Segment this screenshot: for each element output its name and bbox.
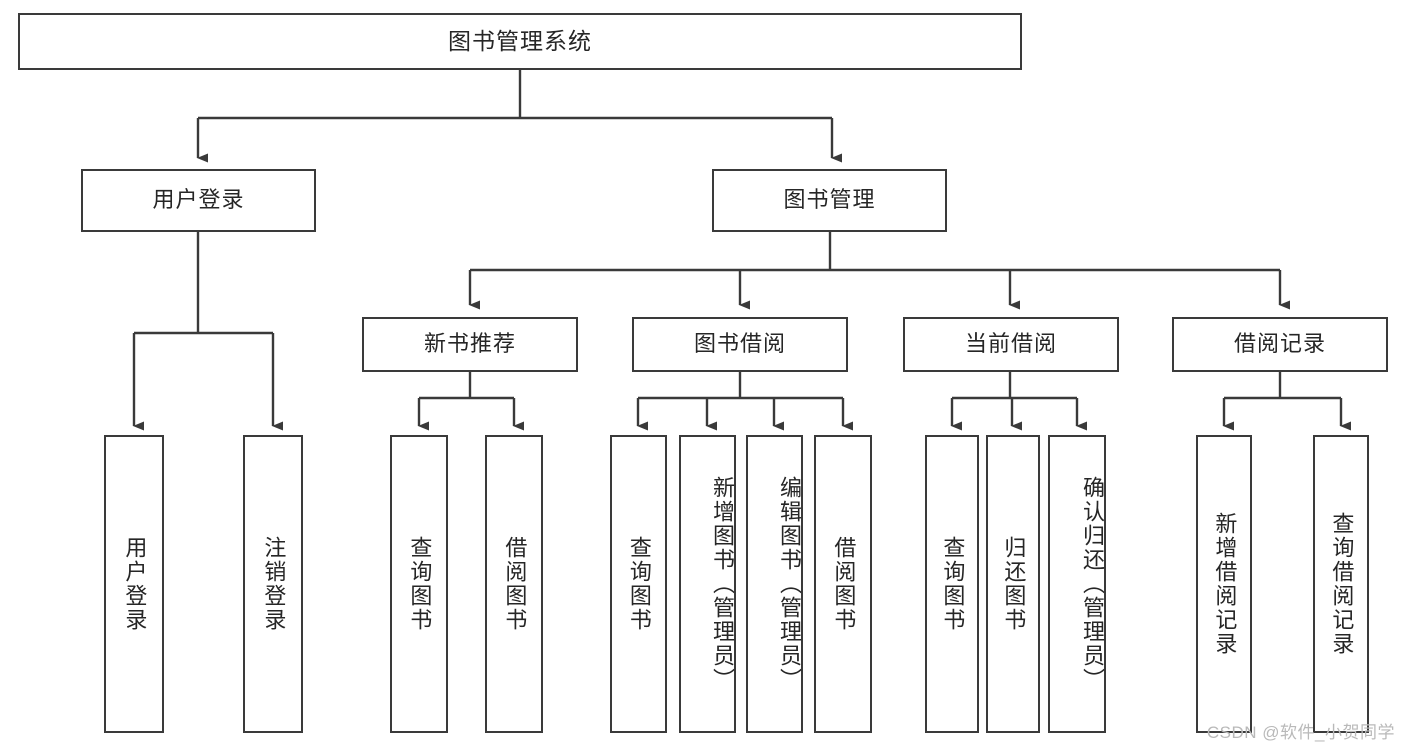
- node-label: 借阅记录: [1233, 331, 1326, 357]
- node-label: 当前借阅: [964, 331, 1057, 357]
- node-label: 新书推荐: [423, 331, 516, 357]
- node-label: 用户登录: [152, 187, 245, 213]
- leaf-query-book-recommendation[interactable]: 查询图书: [390, 435, 448, 733]
- leaf-query-borrow-record[interactable]: 查询借阅记录: [1313, 435, 1369, 733]
- node-new-book-recommendation[interactable]: 新书推荐: [362, 317, 578, 372]
- node-current-borrowing[interactable]: 当前借阅: [903, 317, 1119, 372]
- node-book-borrowing[interactable]: 图书借阅: [632, 317, 848, 372]
- node-label: 新增借阅记录: [1212, 512, 1238, 656]
- leaf-add-borrow-record[interactable]: 新增借阅记录: [1196, 435, 1252, 733]
- node-user-login[interactable]: 用户登录: [81, 169, 316, 232]
- node-label: 查询图书: [626, 536, 652, 632]
- node-label: 确认归还（管理员）: [1080, 476, 1105, 692]
- watermark-text: CSDN @软件_小贺同学: [1206, 723, 1395, 742]
- node-label: 查询借阅记录: [1329, 512, 1355, 656]
- node-borrowing-records[interactable]: 借阅记录: [1172, 317, 1388, 372]
- node-label: 图书借阅: [693, 331, 786, 357]
- node-label: 图书管理系统: [448, 27, 592, 54]
- node-root-system[interactable]: 图书管理系统: [18, 13, 1022, 70]
- node-label: 注销登录: [261, 536, 287, 632]
- node-label: 新增图书（管理员）: [710, 476, 735, 692]
- leaf-return-book[interactable]: 归还图书: [986, 435, 1040, 733]
- leaf-borrow-book[interactable]: 借阅图书: [814, 435, 872, 733]
- node-label: 查询图书: [940, 536, 966, 632]
- leaf-borrow-book-recommendation[interactable]: 借阅图书: [485, 435, 543, 733]
- leaf-user-login[interactable]: 用户登录: [104, 435, 164, 733]
- node-label: 归还图书: [1001, 536, 1027, 632]
- node-book-management[interactable]: 图书管理: [712, 169, 947, 232]
- leaf-confirm-return-admin[interactable]: 确认归还（管理员）: [1048, 435, 1106, 733]
- node-label: 用户登录: [122, 536, 148, 632]
- node-label: 借阅图书: [831, 536, 857, 632]
- leaf-logout[interactable]: 注销登录: [243, 435, 303, 733]
- node-label: 查询图书: [407, 536, 433, 632]
- node-label: 借阅图书: [502, 536, 528, 632]
- leaf-query-book-borrowing[interactable]: 查询图书: [610, 435, 667, 733]
- node-label: 图书管理: [783, 187, 876, 213]
- leaf-edit-book-admin[interactable]: 编辑图书（管理员）: [746, 435, 803, 733]
- leaf-query-book-current[interactable]: 查询图书: [925, 435, 979, 733]
- node-label: 编辑图书（管理员）: [777, 476, 802, 692]
- leaf-add-book-admin[interactable]: 新增图书（管理员）: [679, 435, 736, 733]
